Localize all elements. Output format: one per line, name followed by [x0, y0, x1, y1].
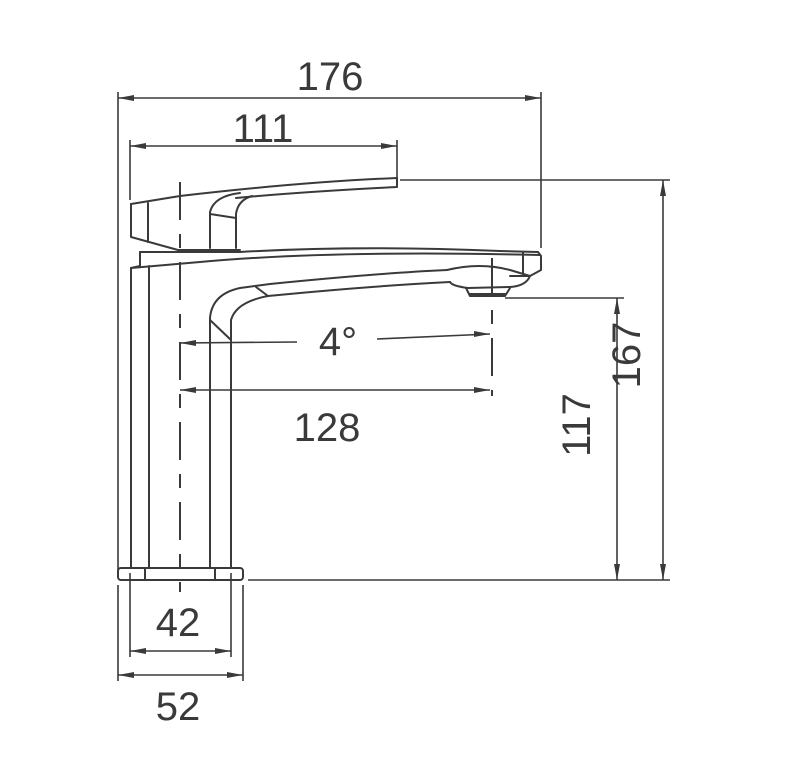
dimension-overall-height: 167 [400, 179, 670, 580]
dimension-spout-reach: 128 [180, 387, 490, 450]
label-42: 42 [156, 601, 201, 645]
label-128: 128 [294, 406, 361, 450]
label-52: 52 [156, 685, 201, 729]
dimension-base-outer-width: 52 [117, 585, 244, 729]
dimension-base-inner-width: 42 [129, 573, 232, 657]
faucet-spout [130, 247, 542, 344]
label-167: 167 [605, 322, 649, 389]
label-111: 111 [233, 107, 294, 151]
faucet-base [117, 567, 244, 581]
faucet-handle [130, 177, 398, 251]
label-4-degrees: 4° [319, 320, 357, 364]
label-176: 176 [297, 55, 364, 99]
dimension-spout-height: 117 [505, 297, 624, 580]
dimension-overall-length: 176 [117, 55, 542, 575]
label-117: 117 [555, 393, 599, 457]
dimension-handle-length: 111 [129, 107, 398, 200]
dimension-spout-angle: 4° [179, 320, 491, 364]
faucet-column [130, 265, 232, 569]
